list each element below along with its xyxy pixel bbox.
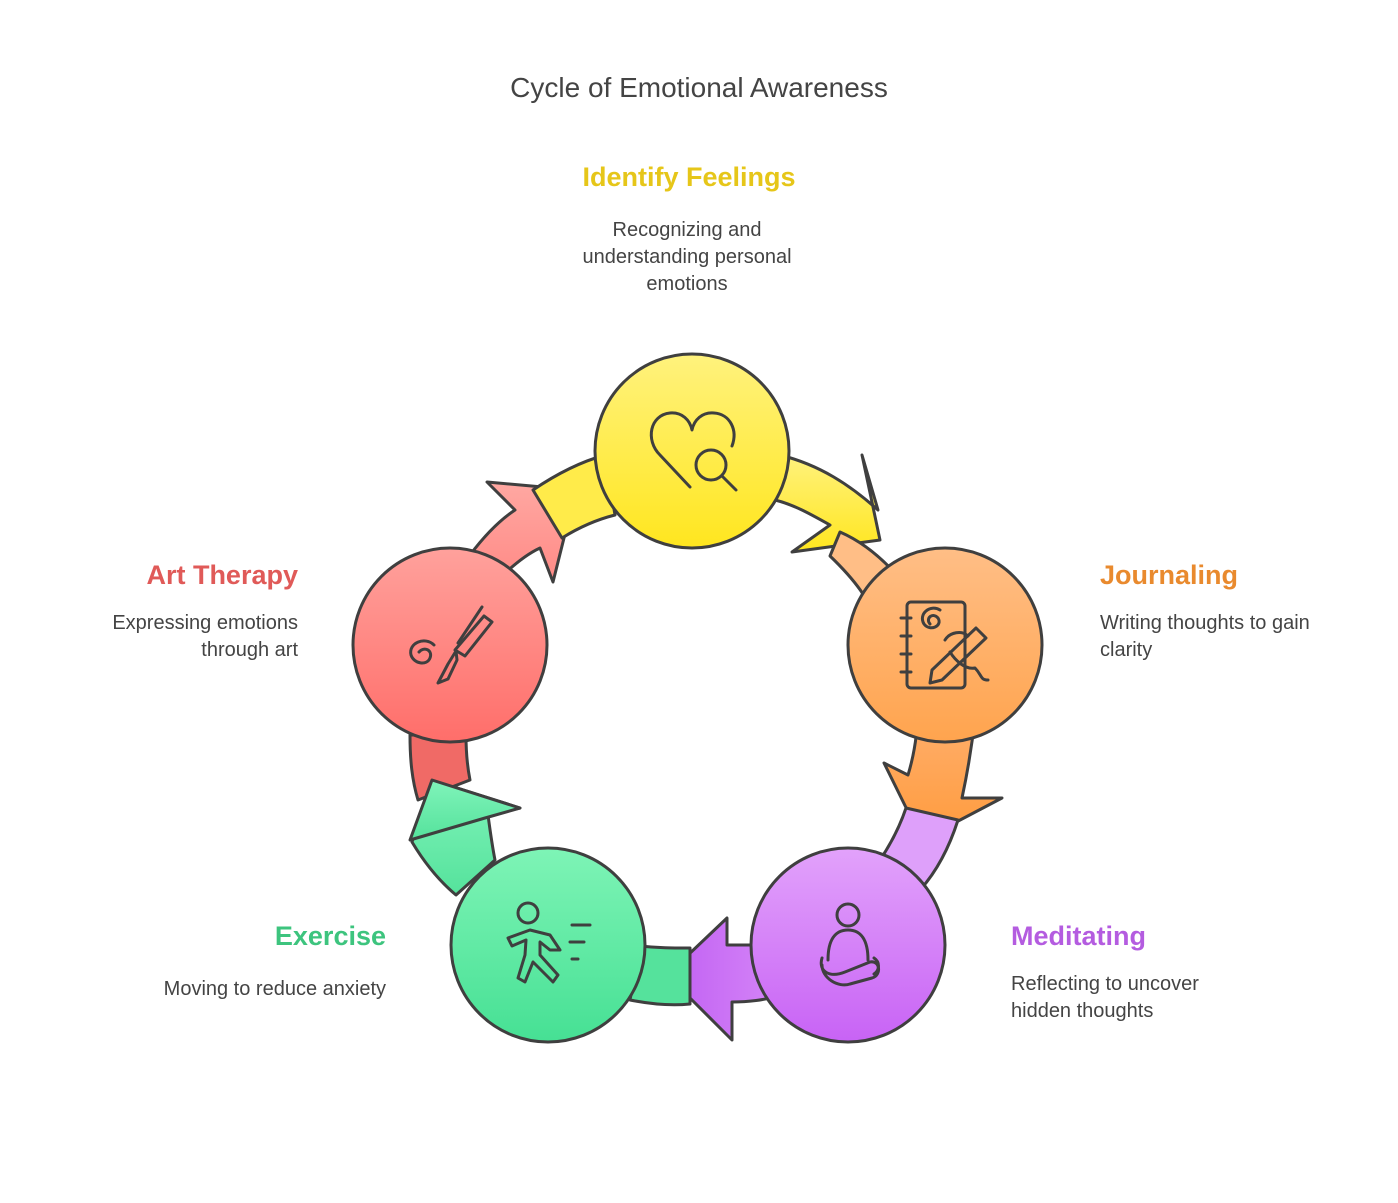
step-circle-meditating [749, 846, 947, 1044]
heart-search-icon [649, 411, 738, 492]
step-title-journaling: Journaling [1100, 560, 1239, 590]
step-circle-exercise [449, 846, 647, 1044]
page-title: Cycle of Emotional Awareness [510, 72, 888, 103]
step-circle-identify-feelings [593, 352, 791, 550]
meditation-icon [819, 902, 880, 987]
step-circle-journaling [846, 546, 1044, 744]
arrow-art-therapy-to-identify [468, 453, 617, 584]
step-title-art-therapy: Art Therapy [146, 560, 298, 590]
paintbrush-icon [409, 605, 494, 685]
step-description-identify-feelings: Recognizing and understanding personal e… [582, 219, 792, 295]
running-person-icon [506, 901, 592, 984]
step-circle-art-therapy [351, 546, 549, 744]
step-description-meditating: Reflecting to uncover hidden thoughts [1011, 973, 1199, 1022]
step-description-exercise: Moving to reduce anxiety [163, 978, 386, 1000]
step-title-meditating: Meditating [1011, 921, 1146, 951]
step-title-exercise: Exercise [274, 921, 386, 951]
journal-pen-icon [899, 600, 990, 690]
step-title-identify-feelings: Identify Feelings [582, 162, 796, 192]
arrow-exercise-to-art-therapy [408, 733, 522, 897]
step-description-journaling: Writing thoughts to gain clarity [1100, 612, 1310, 661]
step-description-art-therapy: Expressing emotions through art [112, 612, 298, 661]
